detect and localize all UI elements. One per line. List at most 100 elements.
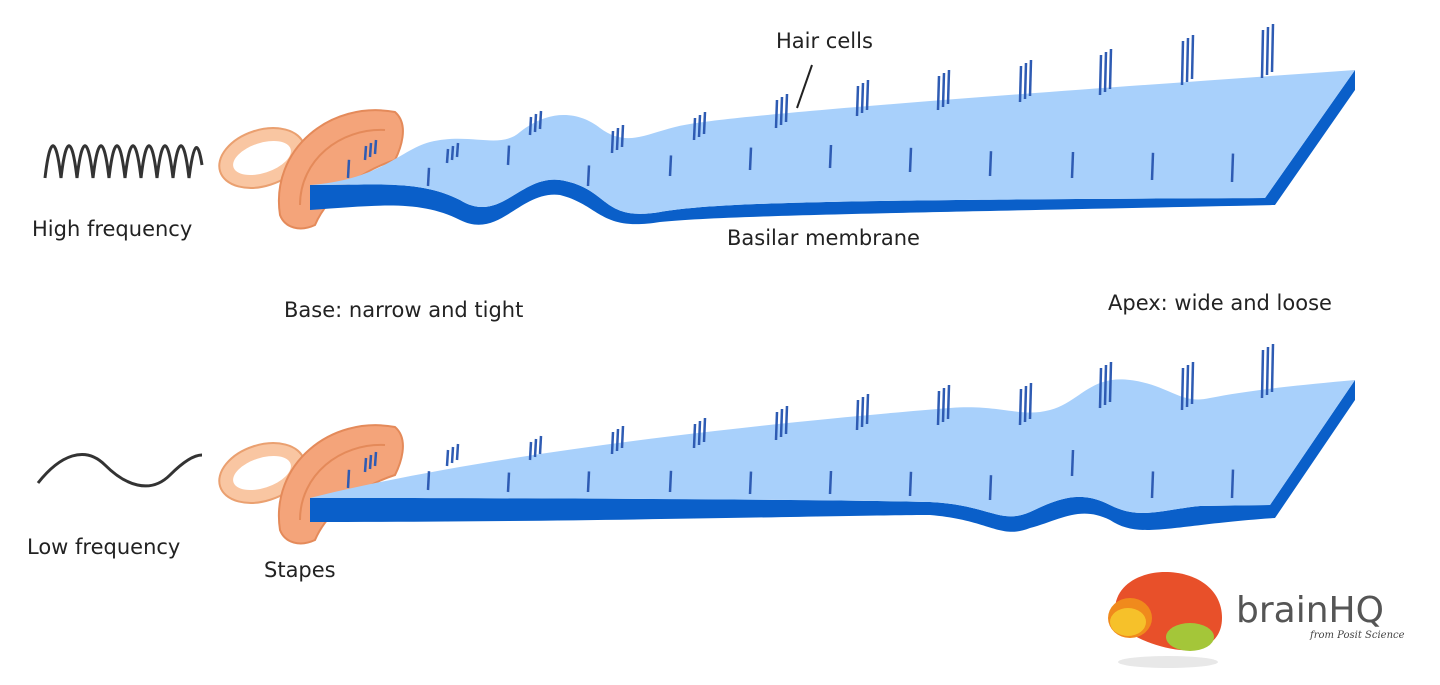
hair-cell xyxy=(363,457,368,473)
hair-cell xyxy=(1185,37,1190,83)
hair-cell xyxy=(941,387,946,423)
hair-cell xyxy=(586,471,591,493)
hair-cell xyxy=(450,145,455,161)
stapes-bottom xyxy=(218,424,404,545)
hair-cells-top xyxy=(346,23,1275,187)
hair-cell xyxy=(1230,153,1235,183)
hair-cell xyxy=(1190,361,1195,405)
hair-cell xyxy=(668,470,673,493)
hair-cell xyxy=(1270,23,1275,73)
hair-cell xyxy=(855,399,860,431)
hair-cell xyxy=(828,144,833,169)
hair-cell xyxy=(908,471,913,497)
stapes-label: Stapes xyxy=(264,558,336,582)
hair-cells-bottom xyxy=(346,343,1275,501)
hair-cell xyxy=(346,159,351,179)
hair-cell xyxy=(1108,361,1113,403)
hair-cell xyxy=(506,145,511,166)
hair-cells-pointer xyxy=(796,64,813,109)
hair-cell xyxy=(1098,367,1103,409)
hair-cell xyxy=(426,471,431,491)
hair-cell xyxy=(346,469,351,489)
hair-cell xyxy=(697,114,702,138)
hair-cell xyxy=(610,431,615,455)
hair-cell xyxy=(828,470,833,495)
apex-label: Apex: wide and loose xyxy=(1108,291,1332,315)
hair-cell xyxy=(946,69,951,105)
hair-cell xyxy=(426,167,431,187)
hair-cell xyxy=(1108,48,1113,90)
high-frequency-wave-icon xyxy=(43,144,204,179)
low-frequency-wave-icon xyxy=(36,453,203,488)
hair-cell xyxy=(1023,62,1028,100)
hair-cell xyxy=(692,117,697,141)
hair-cell xyxy=(1098,54,1103,96)
hair-cell xyxy=(538,110,543,130)
hair-cell xyxy=(445,449,450,467)
hair-cell xyxy=(610,130,615,154)
high-frequency-panel: Hair cells High frequency Basilar membra… xyxy=(32,23,1355,250)
low-frequency-panel: Low frequency Stapes xyxy=(27,343,1355,582)
hair-cell xyxy=(748,147,753,171)
hair-cell xyxy=(1180,367,1185,411)
hair-cell xyxy=(528,441,533,461)
hair-cell xyxy=(860,396,865,428)
hair-cell xyxy=(533,113,538,133)
low-frequency-label: Low frequency xyxy=(27,535,180,559)
brainhq-tagline: from Posit Science xyxy=(1309,630,1405,641)
hair-cell xyxy=(1070,151,1075,179)
hair-cell xyxy=(1190,34,1195,80)
hair-cell xyxy=(615,127,620,151)
hair-cell xyxy=(936,75,941,111)
hair-cell xyxy=(528,116,533,136)
hair-cell xyxy=(506,472,511,493)
hair-cell xyxy=(1260,349,1265,399)
hair-cell xyxy=(774,99,779,129)
hair-cell xyxy=(865,79,870,111)
hair-cell xyxy=(445,148,450,164)
hair-cell xyxy=(1070,449,1075,477)
hair-cell xyxy=(668,155,673,177)
hair-cell xyxy=(1018,388,1023,426)
hair-cell xyxy=(702,111,707,135)
hair-cell xyxy=(373,451,378,467)
hair-cell xyxy=(779,408,784,438)
stapes-top xyxy=(218,109,404,230)
hair-cell xyxy=(1150,152,1155,181)
brainhq-logo: brainHQ from Posit Science xyxy=(1108,572,1405,668)
hair-cell xyxy=(1185,364,1190,408)
hair-cell xyxy=(615,428,620,452)
basilar-membrane-label: Basilar membrane xyxy=(727,226,920,250)
hair-cell xyxy=(620,124,625,148)
hair-cell xyxy=(620,425,625,449)
hair-cell xyxy=(1028,59,1033,97)
hair-cell xyxy=(533,438,538,458)
basilar-membrane-bottom-surface xyxy=(310,379,1355,517)
hair-cell xyxy=(455,142,460,158)
basilar-membrane-top-surface xyxy=(310,70,1355,214)
hair-cell xyxy=(368,454,373,470)
hair-cell xyxy=(908,147,913,173)
hair-cell xyxy=(450,446,455,464)
hair-cell xyxy=(946,384,951,420)
hair-cell xyxy=(1103,364,1108,406)
base-label: Base: narrow and tight xyxy=(284,298,523,322)
hair-cell xyxy=(1150,471,1155,499)
hair-cell xyxy=(1103,51,1108,93)
hair-cell xyxy=(784,93,789,123)
hair-cell xyxy=(455,443,460,461)
high-frequency-label: High frequency xyxy=(32,217,192,241)
hair-cell xyxy=(860,82,865,114)
hair-cells-label: Hair cells xyxy=(776,29,873,53)
hair-cell xyxy=(538,435,543,455)
hair-cell xyxy=(855,85,860,117)
hair-cell xyxy=(784,405,789,435)
hair-cell xyxy=(865,393,870,425)
brainhq-wordmark: brainHQ xyxy=(1236,590,1384,631)
hair-cell xyxy=(1265,26,1270,76)
hair-cell xyxy=(988,151,993,177)
hair-cell xyxy=(368,142,373,158)
hair-cell xyxy=(702,417,707,443)
hair-cell xyxy=(1028,382,1033,420)
